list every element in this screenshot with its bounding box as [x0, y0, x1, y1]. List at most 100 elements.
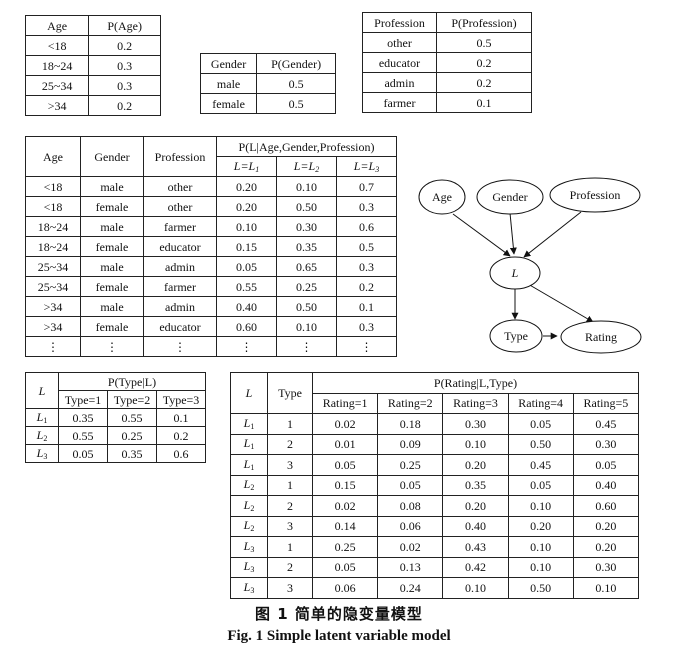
node-type: Type — [489, 319, 543, 353]
table-cell: 0.30 — [572, 556, 640, 578]
node-profession-label: Profession — [570, 188, 621, 202]
node-gender: Gender — [476, 179, 544, 215]
table-cell: 2 — [267, 556, 313, 578]
table-cell: farmer — [362, 92, 437, 113]
table-cell: 0.50 — [507, 577, 574, 599]
header-p-latent: P(L|Age,Gender,Profession) — [216, 136, 397, 157]
table-cell: 0.40 — [442, 515, 509, 537]
table-cell: female — [80, 196, 144, 217]
table-cell: 0.05 — [377, 474, 444, 496]
table-cell: 25~34 — [24, 75, 90, 96]
table-cell: ⋮ — [275, 336, 337, 357]
table-cell: other — [143, 196, 217, 217]
header-p-age: P(Age) — [88, 15, 161, 36]
table-cell: 0.13 — [377, 556, 444, 578]
table-cell: 0.7 — [335, 176, 398, 197]
table-cell: 0.20 — [572, 536, 640, 558]
table-cell: 0.02 — [311, 495, 379, 517]
table-cell: 0.3 — [88, 75, 161, 96]
table-cell: L1 — [25, 408, 59, 427]
table-cell: 18~24 — [24, 55, 90, 76]
table-cell: 0.20 — [442, 454, 509, 476]
table-cell: 0.30 — [275, 216, 337, 237]
node-type-label: Type — [504, 329, 528, 343]
table-cell: farmer — [143, 216, 217, 237]
table-cell: ⋮ — [80, 336, 144, 357]
table-cell: 0.2 — [88, 95, 161, 116]
table-cell: 0.10 — [216, 216, 277, 237]
table-cell: 0.06 — [311, 577, 379, 599]
table-cell: 0.40 — [216, 296, 277, 317]
table-cell: ⋮ — [143, 336, 217, 357]
table-cell: 0.25 — [107, 426, 157, 445]
table-cell: L2 — [230, 474, 268, 496]
table-row: ⋮⋮⋮⋮⋮⋮ — [25, 336, 398, 357]
table-cell: 0.5 — [435, 32, 533, 53]
table-cell: male — [80, 216, 144, 237]
subheader-type-2: Type=2 — [107, 390, 157, 409]
subheader-type-1: Type=1 — [58, 390, 108, 409]
table-cell: 3 — [267, 515, 313, 537]
table-cell: 0.3 — [335, 256, 398, 277]
table-cell: educator — [143, 316, 217, 337]
table-cell: male — [80, 176, 144, 197]
table-cell: 0.50 — [275, 196, 337, 217]
table-cell: 0.35 — [58, 408, 108, 427]
header-profession: Profession — [143, 136, 217, 177]
table-cell: 0.5 — [335, 236, 398, 257]
table-cell: 3 — [267, 454, 313, 476]
table-cell: 0.02 — [311, 413, 379, 435]
table-cell: female — [80, 316, 144, 337]
table-cell: 0.10 — [572, 577, 640, 599]
figure-caption-chinese: 图 1 简单的隐变量模型 — [255, 605, 423, 623]
table-cell: 1 — [267, 474, 313, 496]
table-cell: other — [362, 32, 437, 53]
table-cell: 0.2 — [435, 52, 533, 73]
table-cell: male — [80, 296, 144, 317]
table-cell: educator — [362, 52, 437, 73]
table-cell: L3 — [230, 536, 268, 558]
table-cell: 0.55 — [107, 408, 157, 427]
table-cell: L1 — [230, 413, 268, 435]
table-cell: 0.18 — [377, 413, 444, 435]
table-cell: admin — [143, 256, 217, 277]
table-cell: 0.5 — [256, 93, 336, 114]
table-subheader-row: Type=1 Type=2 Type=3 — [26, 390, 206, 409]
table-header-row: Profession P(Profession) — [362, 12, 533, 33]
header-age: Age — [24, 15, 90, 36]
edge-age-latent — [452, 213, 511, 257]
table-cell: 0.50 — [275, 296, 337, 317]
node-profession: Profession — [549, 177, 641, 213]
table-cell: 0.6 — [335, 216, 398, 237]
table-cell: 0.10 — [442, 577, 509, 599]
header-p-gender: P(Gender) — [256, 53, 336, 74]
subheader-rating-5: Rating=5 — [572, 392, 640, 414]
header-p-rating: P(Rating|L,Type) — [312, 372, 639, 394]
table-cell: 0.10 — [507, 495, 574, 517]
table-header-row: Age Gender Profession P(L|Age,Gender,Pro… — [25, 136, 397, 177]
table-header-row: L P(Type|L) — [25, 372, 206, 409]
table-cell: 0.1 — [335, 296, 398, 317]
table-cell: 0.2 — [435, 72, 533, 93]
node-age-label: Age — [432, 190, 452, 204]
table-subheader-row: Rating=1 Rating=2 Rating=3 Rating=4 Rati… — [231, 392, 640, 414]
subheader-l2: L=L2 — [275, 156, 337, 177]
table-cell: 25~34 — [25, 256, 81, 277]
table-cell: ⋮ — [216, 336, 277, 357]
